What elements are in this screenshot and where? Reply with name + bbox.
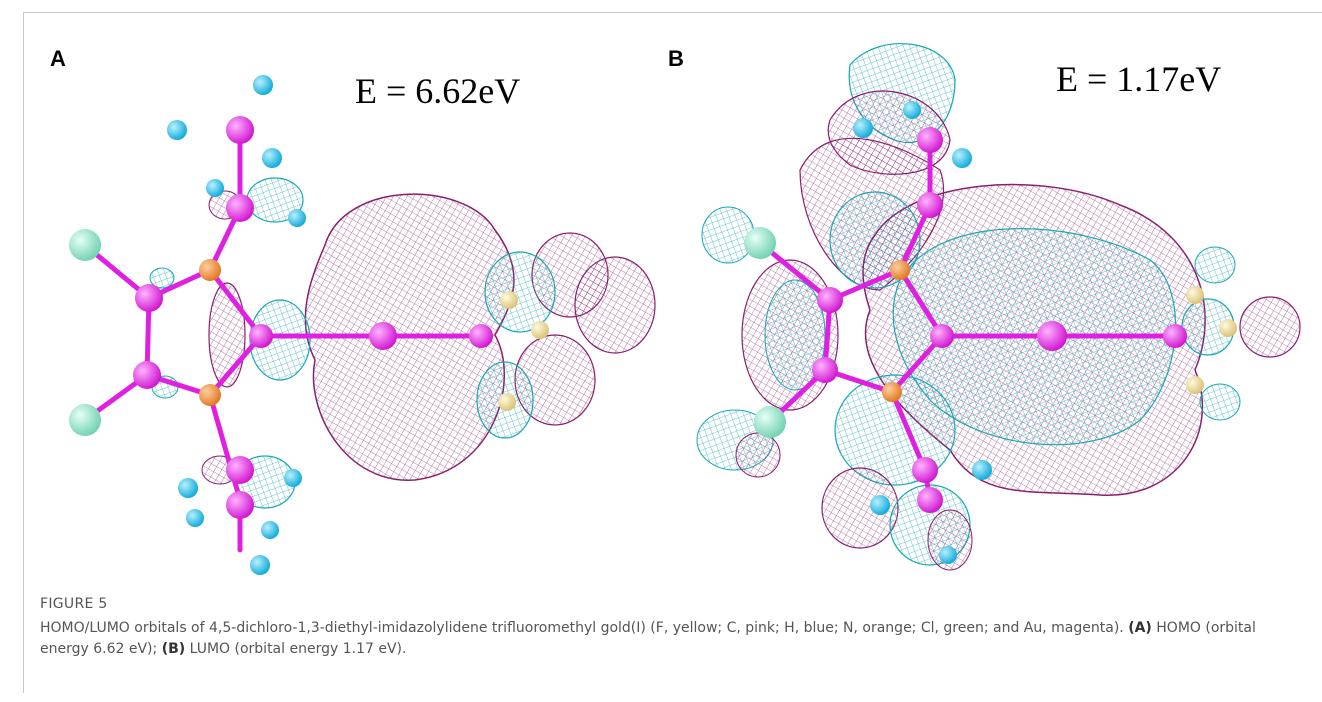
caption-homo: HOMO (orbital energy 6.62 eV); [40, 620, 1256, 657]
atom-c-ethyl-bottom-2 [226, 491, 254, 519]
atom-c-carbene [249, 324, 273, 348]
atom-h-3 [262, 148, 282, 168]
atom-n-2 [199, 384, 221, 406]
atom-c-ethyl-top-1 [917, 192, 943, 218]
atom-h-2 [167, 120, 187, 140]
atom-h-5 [288, 209, 306, 227]
atom-h-6 [250, 555, 270, 575]
lumo-right-neg-lobe-top [1194, 246, 1236, 284]
panel-b-label: B [668, 46, 684, 71]
atom-f-2 [1219, 319, 1237, 337]
lumo-right-pos-lobe [1239, 296, 1301, 358]
atom-c-ethyl-top-2 [917, 127, 943, 153]
figure-frame [23, 12, 1322, 693]
atom-c-ring-1 [817, 287, 843, 313]
figure-caption: FIGURE 5 HOMO/LUMO orbitals of 4,5-dichl… [40, 596, 1300, 660]
atom-h-4 [206, 179, 224, 197]
figure-caption-text: HOMO/LUMO orbitals of 4,5-dichloro-1,3-d… [40, 618, 1300, 660]
homo-orbital-image [69, 75, 656, 575]
caption-ref-a[interactable]: (A) [1128, 620, 1152, 636]
atom-h-4 [870, 495, 890, 515]
atom-c-ring-1 [135, 284, 163, 312]
homo-cf3-neg-lobe [484, 251, 556, 333]
atom-n-1 [199, 259, 221, 281]
atom-f-3 [1186, 376, 1204, 394]
atom-f-2 [531, 321, 549, 339]
atom-c-ethyl-top-2 [226, 116, 254, 144]
atom-au [369, 322, 397, 350]
atom-h-5 [972, 460, 992, 480]
panel-b-energy: E = 1.17eV [1056, 59, 1222, 99]
atom-f-3 [498, 393, 516, 411]
lumo-right-neg-lobe-bottom [1199, 383, 1241, 421]
atom-c-ring-2 [812, 357, 838, 383]
atom-n-1 [890, 260, 910, 280]
caption-ref-b[interactable]: (B) [161, 641, 186, 657]
atom-c-cf3 [1163, 324, 1187, 348]
atom-c-ring-2 [133, 361, 161, 389]
atom-c-ethyl-bottom-1 [912, 457, 938, 483]
atom-cl-2 [754, 406, 786, 438]
atom-h-8 [186, 509, 204, 527]
atom-h-6 [939, 546, 957, 564]
atom-h-9 [284, 469, 302, 487]
homo-cl-lobe [149, 267, 175, 289]
atom-f-1 [500, 291, 518, 309]
lumo-cl-pos-bottom [735, 432, 781, 478]
figure-label: FIGURE 5 [40, 596, 108, 612]
atom-c-ethyl-top-1 [226, 194, 254, 222]
atom-cl-1 [744, 227, 776, 259]
panel-a-energy: E = 6.62eV [355, 71, 521, 111]
atom-c-ethyl-bottom-2 [917, 487, 943, 513]
caption-lumo: LUMO (orbital energy 1.17 eV). [189, 641, 407, 657]
atom-cl-1 [69, 229, 101, 261]
caption-description: HOMO/LUMO orbitals of 4,5-dichloro-1,3-d… [40, 620, 1124, 636]
homo-ring-lobe [208, 282, 246, 388]
atom-h-10 [261, 521, 279, 539]
atom-h-2 [952, 148, 972, 168]
panel-b: B E = 1.17eV [668, 30, 1320, 590]
atom-h-1 [853, 118, 873, 138]
lumo-orbital-image [696, 43, 1301, 571]
atom-c-carbene [930, 324, 954, 348]
atom-h-7 [178, 478, 198, 498]
panel-a-label: A [50, 46, 66, 71]
atom-n-2 [882, 382, 902, 402]
atom-h-1 [253, 75, 273, 95]
atom-h-3 [903, 101, 921, 119]
atom-c-cf3 [469, 324, 493, 348]
panel-a: A E = 6.62eV [25, 30, 685, 590]
atom-c-ethyl-bottom-1 [226, 456, 254, 484]
atom-au [1037, 321, 1067, 351]
atom-f-1 [1186, 286, 1204, 304]
atom-cl-2 [69, 404, 101, 436]
